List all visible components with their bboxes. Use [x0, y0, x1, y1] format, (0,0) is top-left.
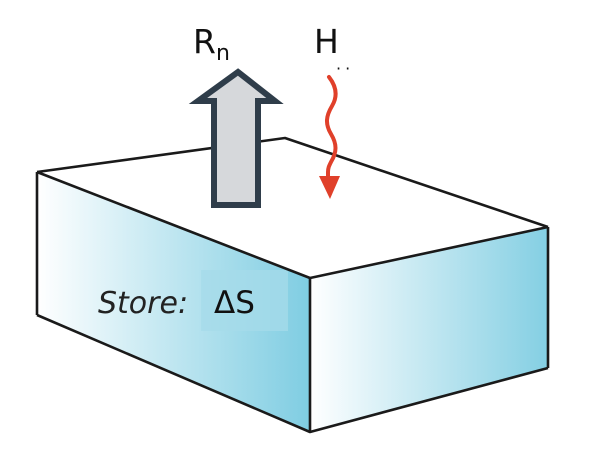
box-front-left-face: [37, 172, 310, 432]
box-top-back-edges: [36, 136, 549, 229]
box-bottom-edges: [36, 313, 549, 434]
delta-s-label: ΔS: [214, 285, 255, 321]
sensible-heat-arrow-icon: [325, 75, 338, 182]
sensible-heat-dots: ··: [336, 59, 354, 78]
store-label: Store:: [98, 286, 188, 321]
box-front-right-face: [310, 227, 548, 432]
sensible-heat-label: H: [314, 22, 339, 61]
net-radiation-symbol: R: [193, 22, 216, 61]
delta-s-patch: [201, 270, 288, 331]
net-radiation-label: Rn: [193, 22, 230, 66]
net-radiation-arrow-icon: [188, 68, 284, 208]
box-top-face: [37, 138, 548, 278]
box-edges: [35, 136, 550, 434]
sensible-heat-arrowhead-icon: [319, 176, 340, 199]
net-radiation-subscript: n: [216, 41, 230, 66]
